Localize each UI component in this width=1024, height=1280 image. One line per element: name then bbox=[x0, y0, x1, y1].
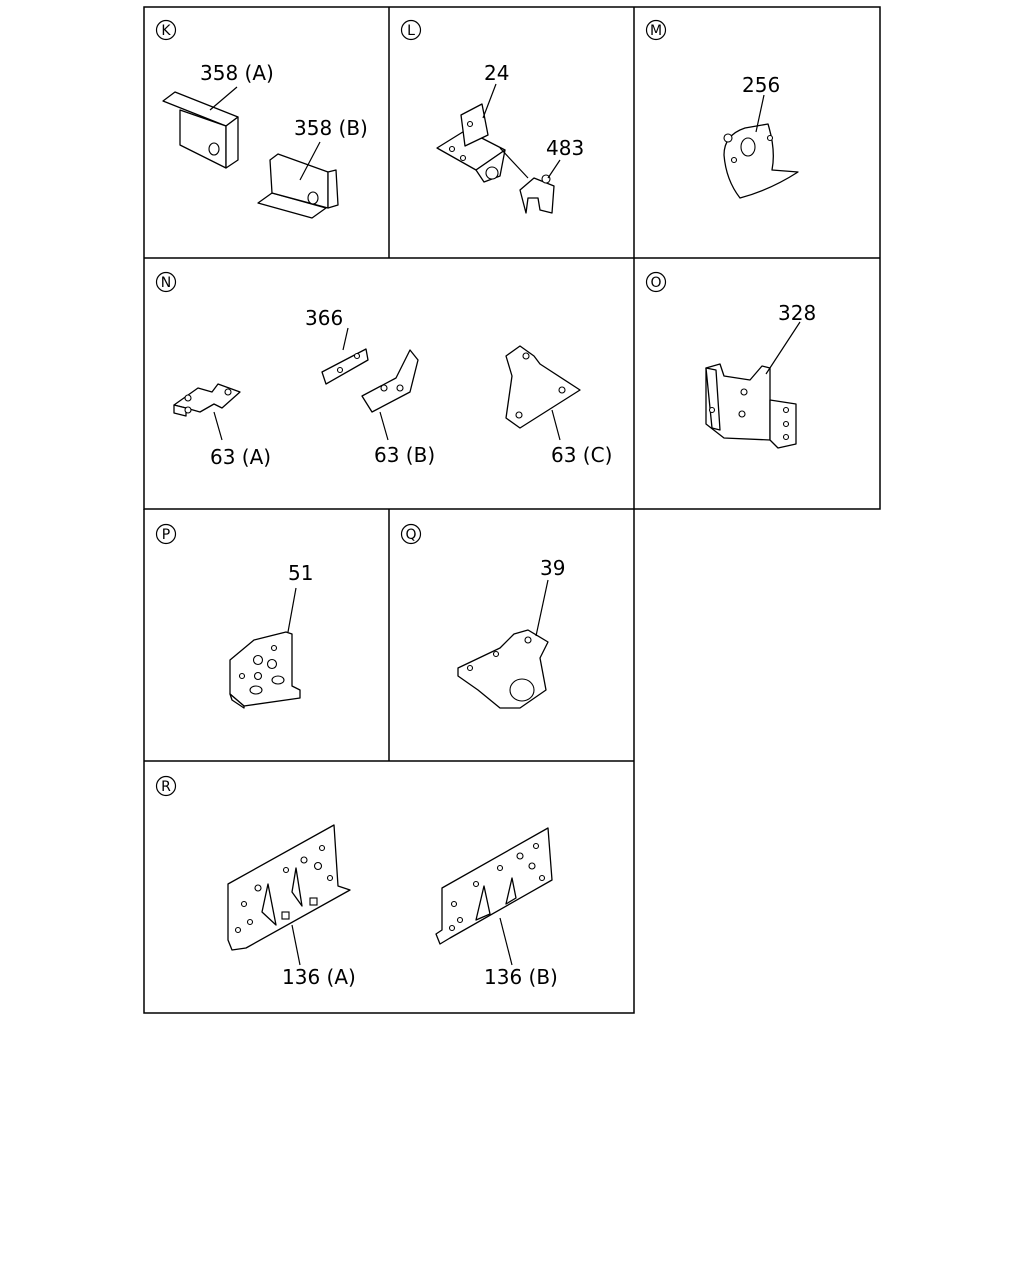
svg-text:O: O bbox=[650, 275, 661, 291]
part-63b-drawing bbox=[361, 349, 419, 413]
panel-m: M 256 bbox=[645, 19, 799, 199]
panel-letter-p: P bbox=[155, 523, 177, 545]
svg-text:L: L bbox=[407, 23, 415, 39]
part-366-drawing bbox=[321, 348, 369, 385]
label-483: 483 bbox=[546, 136, 584, 160]
panel-k: K 358 (A) 358 (B) bbox=[155, 19, 368, 219]
panel-q: Q 39 bbox=[400, 523, 565, 709]
label-63c: 63 (C) bbox=[551, 443, 612, 467]
label-358a: 358 (A) bbox=[200, 61, 274, 85]
part-24-drawing bbox=[436, 103, 506, 183]
label-366: 366 bbox=[305, 306, 343, 330]
label-51: 51 bbox=[288, 561, 313, 585]
svg-text:P: P bbox=[162, 527, 170, 543]
label-63b: 63 (B) bbox=[374, 443, 435, 467]
panel-letter-q: Q bbox=[400, 523, 422, 545]
part-63a-drawing bbox=[173, 383, 241, 417]
part-256-drawing bbox=[723, 123, 799, 199]
svg-text:M: M bbox=[650, 23, 662, 39]
panel-l: L 24 483 bbox=[400, 19, 584, 214]
svg-text:R: R bbox=[161, 779, 171, 795]
label-24: 24 bbox=[484, 61, 509, 85]
part-358a-drawing bbox=[162, 91, 239, 169]
label-358b: 358 (B) bbox=[294, 116, 368, 140]
part-39-drawing bbox=[457, 629, 549, 709]
panel-n: N 366 63 (A) 63 (B bbox=[155, 271, 612, 469]
panel-o: O 328 bbox=[645, 271, 816, 449]
part-136a-drawing bbox=[227, 824, 351, 951]
svg-text:N: N bbox=[161, 275, 171, 291]
panel-letter-r: R bbox=[155, 775, 177, 797]
label-136b: 136 (B) bbox=[484, 965, 558, 989]
svg-text:Q: Q bbox=[405, 527, 416, 543]
panel-r: R bbox=[155, 775, 558, 989]
part-328-drawing bbox=[705, 363, 797, 449]
label-39: 39 bbox=[540, 556, 565, 580]
panel-letter-l: L bbox=[400, 19, 422, 41]
part-358b-drawing bbox=[257, 153, 339, 219]
part-51-drawing bbox=[229, 631, 301, 709]
part-136b-drawing bbox=[435, 827, 553, 945]
label-328: 328 bbox=[778, 301, 816, 325]
panel-grid bbox=[143, 6, 881, 1014]
panel-letter-o: O bbox=[645, 271, 667, 293]
label-63a: 63 (A) bbox=[210, 445, 271, 469]
svg-text:K: K bbox=[161, 23, 171, 39]
panel-p: P 51 bbox=[155, 523, 313, 709]
part-63c-drawing bbox=[505, 345, 581, 429]
panel-letter-k: K bbox=[155, 19, 177, 41]
part-483-drawing bbox=[519, 174, 555, 214]
panel-letter-m: M bbox=[645, 19, 667, 41]
panel-letter-n: N bbox=[155, 271, 177, 293]
label-136a: 136 (A) bbox=[282, 965, 356, 989]
label-256: 256 bbox=[742, 73, 780, 97]
